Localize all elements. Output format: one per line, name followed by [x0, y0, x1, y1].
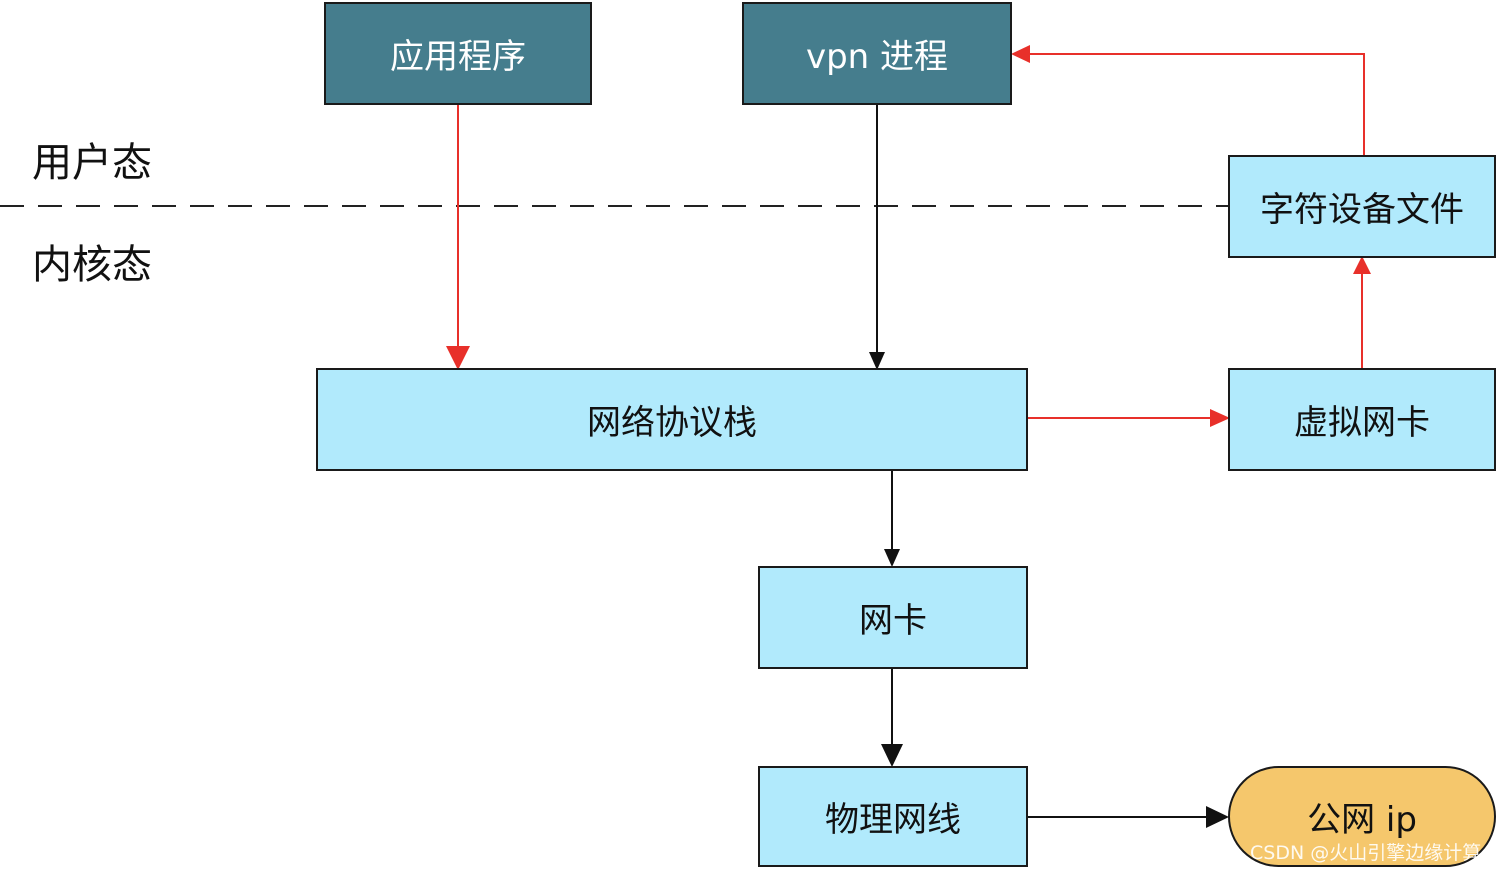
- node-virtual-nic[interactable]: 虚拟网卡: [1228, 368, 1496, 471]
- arrowhead-stack-to-nic: [884, 549, 900, 567]
- node-application[interactable]: 应用程序: [324, 2, 592, 105]
- arrowhead-chardev-to-vpn: [1011, 45, 1030, 63]
- node-nic[interactable]: 网卡: [758, 566, 1028, 669]
- arrowhead-nic-to-wire: [881, 744, 903, 767]
- node-public-ip[interactable]: 公网 ip: [1228, 766, 1496, 867]
- node-vpn-process[interactable]: vpn 进程: [742, 2, 1012, 105]
- arrowhead-tun-to-chardev: [1353, 256, 1371, 274]
- watermark: CSDN @火山引擎边缘计算: [1250, 842, 1482, 864]
- node-char-device-file[interactable]: 字符设备文件: [1228, 155, 1496, 258]
- node-network-stack[interactable]: 网络协议栈: [316, 368, 1028, 471]
- arrowhead-wire-to-public-ip: [1206, 806, 1229, 828]
- kernel-space-label: 内核态: [32, 242, 152, 288]
- node-physical-wire[interactable]: 物理网线: [758, 766, 1028, 867]
- arrowhead-stack-to-tun: [1210, 409, 1230, 427]
- arrowhead-app-to-stack: [446, 346, 470, 370]
- edge-chardev-to-vpn: [1030, 53, 1365, 155]
- user-space-label: 用户态: [32, 140, 152, 186]
- arrowhead-vpn-to-stack: [869, 352, 885, 370]
